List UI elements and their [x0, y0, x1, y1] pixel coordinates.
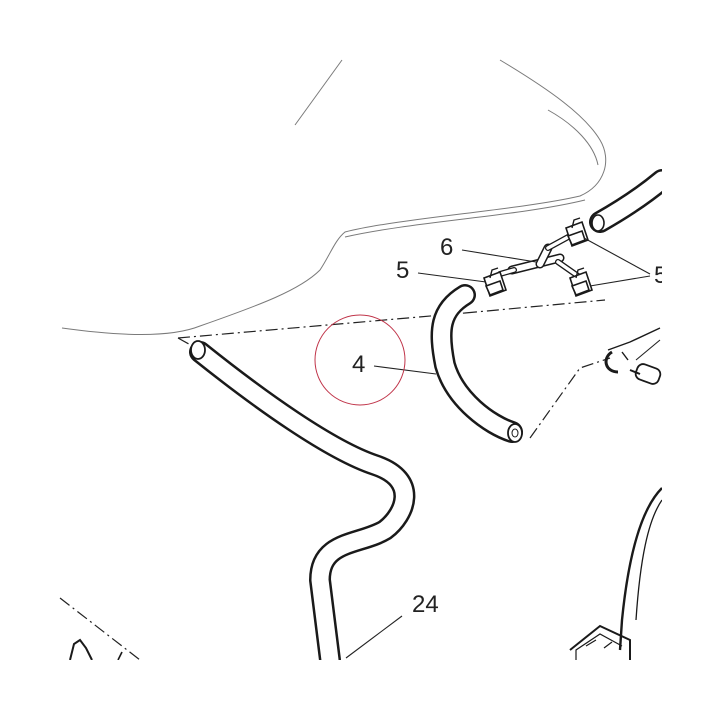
clamp-lower-right — [568, 267, 594, 298]
hose-24 — [189, 340, 416, 671]
t-connector-6 — [497, 233, 581, 279]
highlight-circle — [314, 314, 406, 406]
right-fitting — [604, 327, 662, 385]
leader-lines — [345, 237, 661, 659]
callout-long-hose: 24 — [412, 591, 439, 618]
body-outline — [61, 59, 607, 335]
hose-4-end — [507, 423, 523, 443]
clamp-upper-right — [564, 217, 590, 248]
hose-upper-right — [589, 169, 673, 233]
bottom-margin — [0, 660, 720, 720]
callout-hose: 4 — [352, 351, 365, 378]
callout-connector: 6 — [440, 234, 453, 261]
routing-lines — [59, 299, 611, 661]
lower-left-fragment — [69, 638, 123, 661]
lower-right-bracket — [569, 487, 663, 660]
hose-4 — [430, 284, 523, 443]
hose-24-end — [190, 340, 206, 360]
clamp-left — [482, 267, 508, 298]
right-margin — [662, 0, 720, 720]
callout-clamp-left: 5 — [396, 257, 409, 284]
